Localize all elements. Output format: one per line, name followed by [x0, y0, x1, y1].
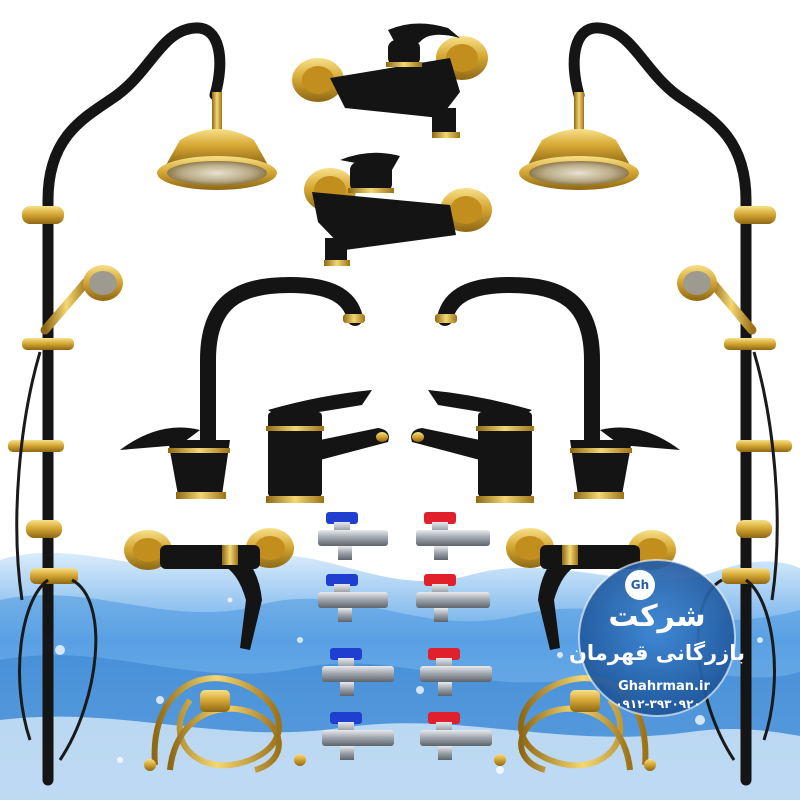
logo-line-1: شرکت	[608, 599, 705, 634]
bath-mixer-top	[292, 23, 488, 138]
gold-shower-hose-left	[144, 675, 306, 773]
basin-mixer-right	[411, 390, 534, 503]
angle-valve-blue	[318, 512, 394, 760]
wall-mixer-right	[506, 528, 676, 650]
basin-mixer-left	[266, 390, 389, 503]
logo-line-2: بازرگانی قهرمان	[569, 640, 745, 665]
wall-mixer-left	[124, 528, 294, 650]
gold-shower-hose-right	[494, 675, 656, 773]
angle-valve-red	[416, 512, 492, 760]
rain-shower-head-left	[157, 92, 277, 190]
shower-column-left	[8, 22, 226, 786]
rain-shower-head-right	[519, 92, 639, 190]
logo-badge: Gh	[631, 578, 649, 592]
kitchen-mixer-left	[120, 276, 365, 499]
logo-website: Ghahrman.ir	[618, 679, 710, 694]
bath-mixer-second	[304, 152, 492, 266]
kitchen-mixer-right	[435, 276, 680, 499]
logo-phone: ۰۹۱۲-۳۹۳۰۹۲۰	[615, 697, 701, 711]
company-logo: Gh شرکت بازرگانی قهرمان Ghahrman.ir ۰۹۱۲…	[569, 559, 745, 717]
shower-column-right	[568, 22, 792, 786]
